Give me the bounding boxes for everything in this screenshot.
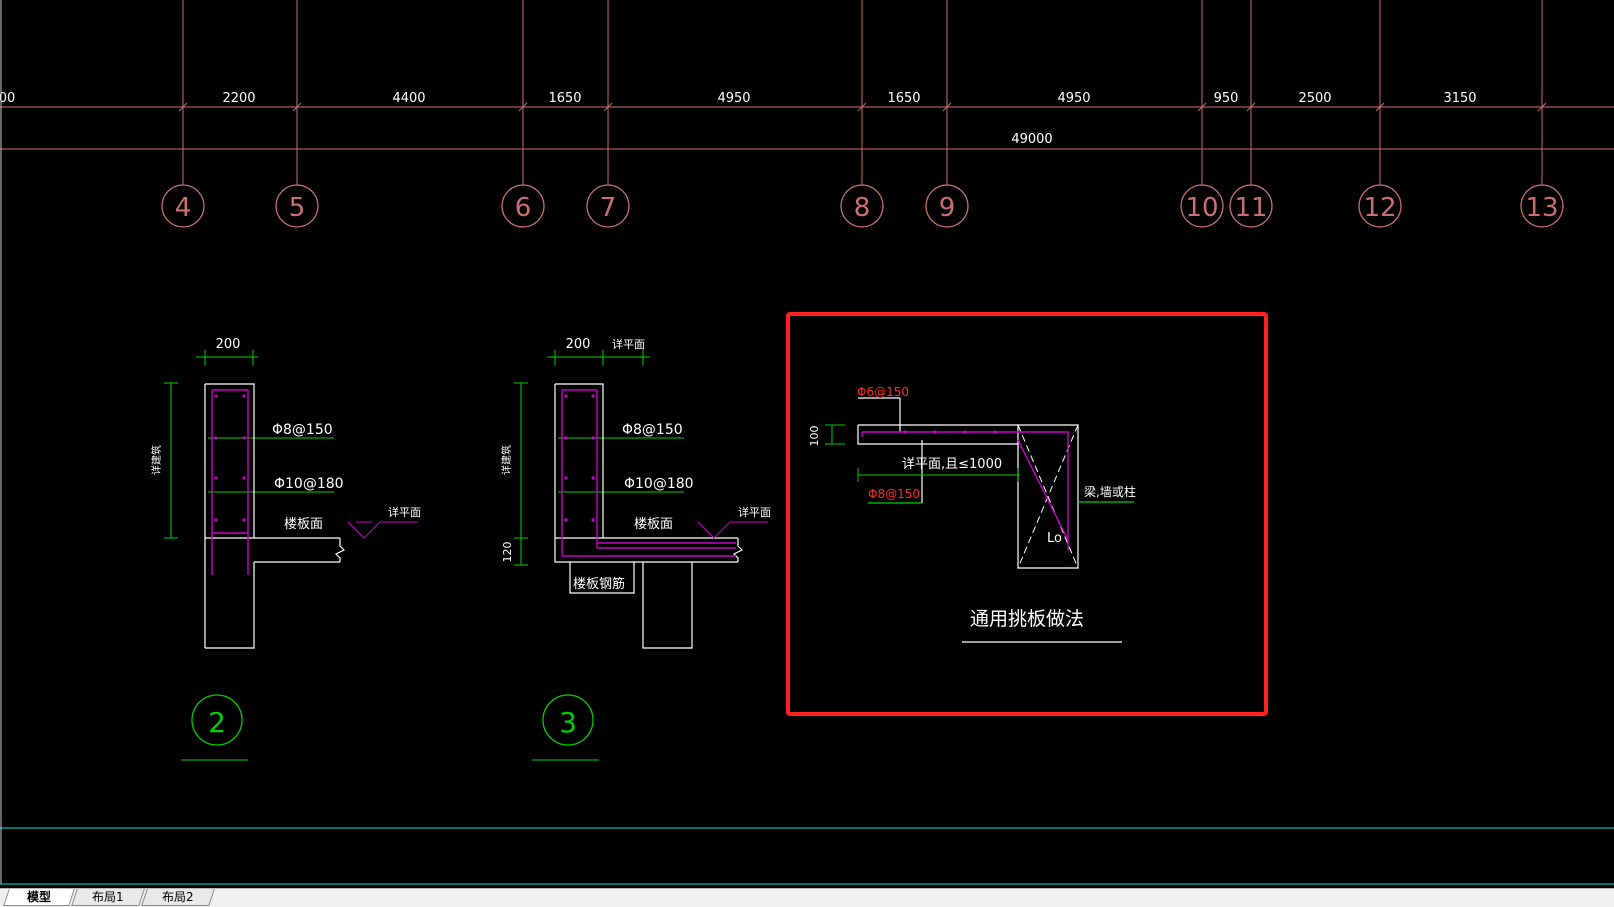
detail3-rebar-dots [564, 394, 595, 522]
dimension-value: 1650 [887, 91, 920, 106]
dim-tick [603, 102, 613, 112]
cantilever-detail: Φ6@150 100 详平面,且≤1000 Φ8@150 梁,墙或柱 Lo 通用… [808, 385, 1136, 643]
dim-tick [1375, 102, 1385, 112]
dimension-value: 4950 [717, 91, 750, 106]
cantilever-rebar-dots [903, 430, 997, 434]
tab-model[interactable]: 模型 [3, 889, 75, 906]
dimension-value: 2500 [1298, 91, 1331, 106]
dim-tick [518, 102, 528, 112]
cantilever-title: 通用挑板做法 [970, 608, 1084, 630]
detail2-width-dim: 200 [216, 337, 241, 352]
dim-tick [1197, 102, 1207, 112]
axis-label: 11 [1234, 193, 1267, 223]
detail2-dim-lines [164, 350, 334, 539]
axis-bubble [840, 184, 884, 228]
axis-bubble [1180, 184, 1224, 228]
axis-grid: 4 5 6 7 8 9 10 11 12 13 00 2200 4400 1650 4950 1650 4950… [0, 0, 1614, 228]
detail2-number: 2 [208, 706, 226, 739]
detail3-side-label: 详建筑 [500, 445, 513, 475]
axis-bubble [275, 184, 319, 228]
axis-bubble [501, 184, 545, 228]
axis-label: 6 [515, 193, 532, 223]
axis-bubble [161, 184, 205, 228]
detail3-rebar1: Φ8@150 [622, 422, 683, 438]
detail2-rebar-dots [214, 394, 246, 522]
cantilever-rebar-bottom: Φ8@150 [868, 487, 920, 501]
detail3-width-dim: 200 [566, 337, 591, 352]
dim-tick [292, 102, 302, 112]
axis-label: 7 [600, 193, 617, 223]
detail3-elev-mark [697, 521, 768, 539]
detail2-rebar2: Φ10@180 [274, 476, 344, 492]
detail3-number-circle [542, 694, 594, 746]
detail3-slab-label: 楼板面 [634, 517, 673, 532]
dim-tick [942, 102, 952, 112]
dimension-value: 2200 [222, 91, 255, 106]
cantilever-rebar [861, 431, 1069, 550]
cantilever-support-cross [1017, 424, 1079, 569]
dimension-value: 3150 [1443, 91, 1476, 106]
dimension-value: 4400 [392, 91, 425, 106]
axis-bubble [1520, 184, 1564, 228]
dimension-total: 49000 [1011, 132, 1052, 147]
axis-bubble [1358, 184, 1402, 228]
cantilever-rebar-top: Φ6@150 [857, 385, 909, 399]
cantilever-lo-label: Lo [1047, 531, 1062, 546]
detail3-elev-label: 详平面 [738, 505, 771, 519]
detail3-rebar2: Φ10@180 [624, 476, 694, 492]
tab-layout1[interactable]: 布局1 [71, 889, 145, 906]
axis-label: 12 [1363, 193, 1396, 223]
layout-tab-bar: 模型 布局1 布局2 [0, 888, 1614, 907]
axis-label: 8 [854, 193, 871, 223]
axis-label: 9 [939, 193, 956, 223]
axis-bubble [586, 184, 630, 228]
dimension-value: 1650 [548, 91, 581, 106]
axis-label: 13 [1525, 193, 1558, 223]
cantilever-dim-lines [825, 424, 1020, 482]
detail3-rebar [561, 389, 736, 557]
cantilever-length-label: 详平面,且≤1000 [902, 457, 1002, 472]
cantilever-thick-dim: 100 [808, 426, 821, 447]
highlight-rectangle [786, 312, 1268, 716]
dim-tick [1246, 102, 1256, 112]
axis-label: 10 [1185, 193, 1218, 223]
detail2-elev-label: 详平面 [388, 505, 421, 519]
cantilever-support-label: 梁,墙或柱 [1084, 484, 1136, 499]
detail-3: 200 详平面 详建筑 120 Φ8@150 Φ10@180 楼板面 详平面 楼… [500, 337, 771, 761]
dimension-value: 4950 [1057, 91, 1090, 106]
detail2-rebar [211, 389, 249, 575]
detail2-side-label: 详建筑 [150, 445, 163, 475]
detail3-top-label: 详平面 [612, 337, 645, 351]
detail3-outline [554, 383, 744, 649]
dimension-value: 950 [1214, 91, 1239, 106]
axis-bubble [1229, 184, 1273, 228]
detail3-dim-lines [514, 350, 684, 566]
detail2-rebar1: Φ8@150 [272, 422, 333, 438]
tab-layout2[interactable]: 布局2 [141, 889, 215, 906]
dim-tick [857, 102, 867, 112]
detail3-number: 3 [559, 706, 577, 739]
axis-bubble [925, 184, 969, 228]
axis-label: 4 [175, 193, 192, 223]
axis-label: 5 [289, 193, 306, 223]
detail3-slab-rebar: 楼板钢筋 [573, 576, 625, 592]
detail2-outline [204, 383, 346, 649]
detail-2: 200 详建筑 Φ8@150 Φ10@180 楼板面 详平面 2 [150, 337, 421, 761]
dim-tick [1537, 102, 1547, 112]
detail2-slab-label: 楼板面 [284, 517, 323, 532]
detail3-slab-dim: 120 [501, 542, 514, 563]
dimension-value: 00 [0, 91, 15, 106]
detail2-number-circle [191, 694, 243, 746]
detail2-elev-mark [347, 521, 418, 539]
cantilever-outline [857, 397, 1134, 643]
dim-tick [178, 102, 188, 112]
